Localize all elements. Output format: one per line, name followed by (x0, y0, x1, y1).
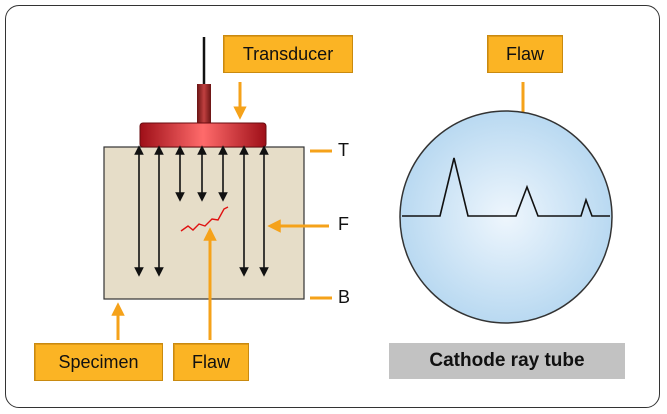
crt-flaw-label: Flaw (487, 35, 563, 73)
bottom-surface-label: B (338, 287, 351, 307)
transducer-head (139, 122, 267, 148)
sound-wave-arrows (134, 145, 269, 277)
specimen-label: Specimen (34, 343, 163, 381)
top-surface-label: T (338, 140, 349, 160)
crt-screen (399, 110, 613, 324)
specimen-flaw-label: Flaw (173, 343, 249, 381)
transducer-stem (197, 84, 211, 124)
transducer-label: Transducer (223, 35, 353, 73)
crt-caption: Cathode ray tube (389, 343, 625, 379)
flaw-level-label: F (338, 214, 349, 234)
crt-trace (402, 157, 610, 217)
specimen-block (103, 146, 305, 300)
flaw-crack (180, 206, 229, 232)
